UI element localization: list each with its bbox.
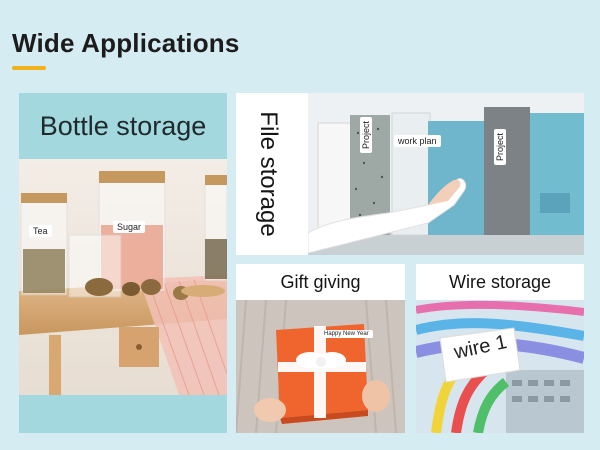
project-label-1: Project <box>360 116 372 153</box>
gift-illustration <box>236 300 405 433</box>
gift-giving-photo: Happy New Year <box>236 300 405 433</box>
gift-giving-card: Gift giving Happy New Year <box>236 264 405 433</box>
work-plan-label: work plan <box>394 135 441 147</box>
wire-storage-card: Wire storage wire 1 <box>416 264 584 433</box>
tea-jar-label: Tea <box>29 225 52 237</box>
sugar-jar-label: Sugar <box>113 221 146 233</box>
cables-illustration <box>416 300 584 433</box>
file-storage-photo: Project work plan Project <box>308 93 584 255</box>
file-storage-card: File storage Project work plan Project <box>236 93 584 255</box>
gift-giving-title: Gift giving <box>280 271 361 292</box>
binders-illustration <box>308 93 584 255</box>
bottle-storage-photo: Tea Sugar <box>19 159 227 395</box>
title-underline <box>12 66 46 70</box>
bottle-illustration <box>19 159 227 395</box>
bottle-storage-title: Bottle storage <box>39 110 207 141</box>
file-storage-title-wrap: File storage <box>236 93 300 255</box>
gift-tag-label: Happy New Year <box>320 330 373 338</box>
bottle-storage-card: Bottle storage <box>19 93 227 433</box>
page-title: Wide Applications <box>12 28 240 58</box>
bottle-bottom-band <box>19 395 227 433</box>
file-storage-title: File storage <box>255 111 282 237</box>
project-label-2: Project <box>494 128 506 165</box>
wire-storage-title: Wire storage <box>448 271 552 292</box>
wire-storage-photo: wire 1 <box>416 300 584 433</box>
